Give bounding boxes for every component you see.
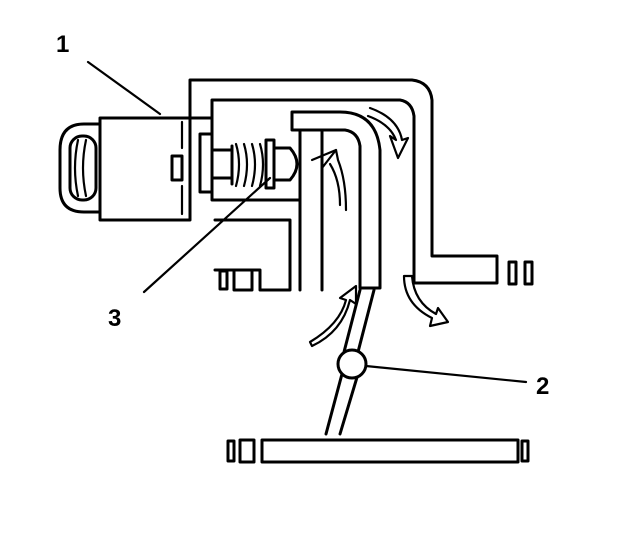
callout-3: 3	[108, 305, 121, 332]
callout-2: 2	[536, 373, 549, 400]
leader-lines	[86, 60, 528, 384]
valve	[324, 288, 376, 436]
thermostat-assembly	[198, 132, 299, 194]
housing-divider	[170, 120, 184, 216]
flow-arrows	[308, 106, 450, 348]
lower-pipe	[226, 438, 530, 464]
housing-outline	[98, 78, 499, 292]
right-outlet-caps	[507, 260, 534, 286]
cap-handle	[58, 122, 102, 214]
callout-1: 1	[56, 31, 69, 58]
left-outlet-caps	[218, 268, 254, 292]
